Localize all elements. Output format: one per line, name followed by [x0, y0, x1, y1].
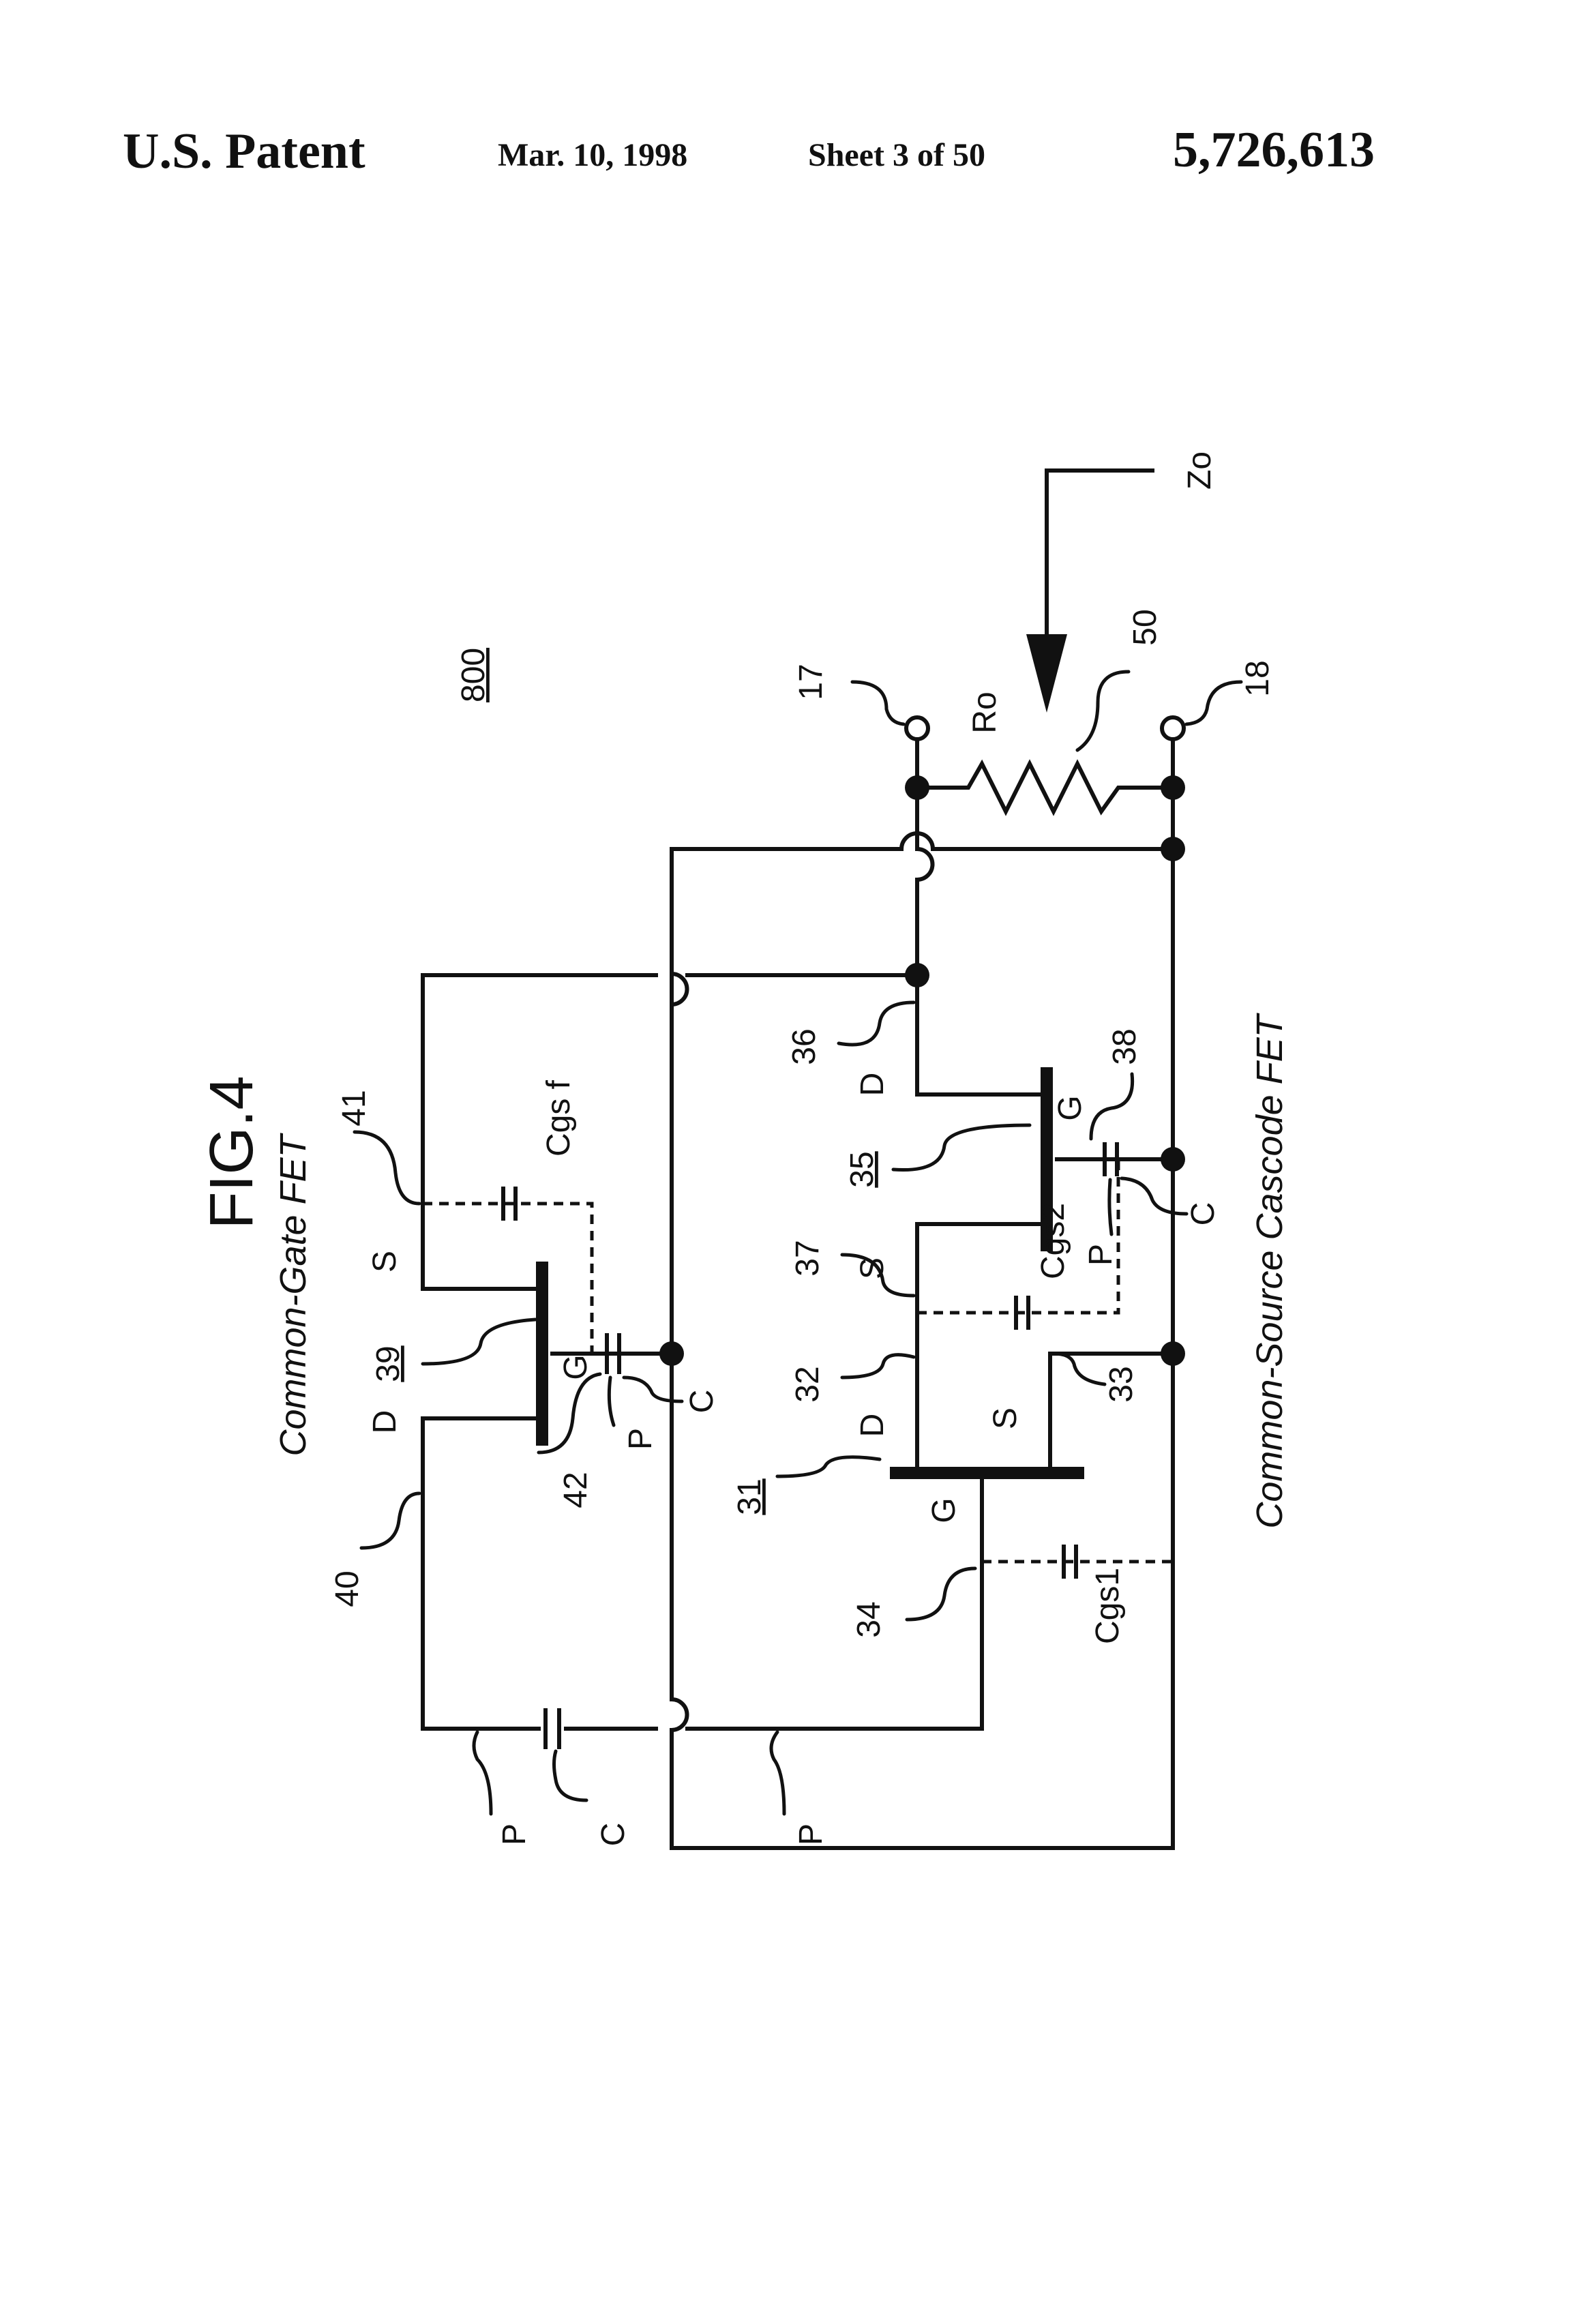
label-s-35: S — [854, 1257, 891, 1279]
label-34: 34 — [851, 1601, 887, 1637]
leader-50 — [1077, 672, 1129, 750]
label-ro: Ro — [967, 691, 1003, 733]
cgsf-dashed — [423, 1204, 592, 1354]
wire-left-jump-lower — [672, 1699, 687, 1730]
leader-34 — [907, 1568, 975, 1620]
node-18-feedback — [1161, 837, 1185, 861]
leader-40 — [361, 1493, 419, 1548]
wire-left-jump-upper — [672, 974, 687, 1004]
wire-drain-39 — [423, 1418, 982, 1729]
label-33: 33 — [1103, 1366, 1139, 1402]
label-17: 17 — [793, 664, 829, 700]
resistor-ro — [917, 764, 1173, 811]
label-s-31: S — [987, 1407, 1024, 1429]
label-p-bottom-right: P — [793, 1823, 829, 1845]
leader-18 — [1186, 682, 1241, 724]
label-g-39: G — [558, 1354, 594, 1380]
label-s-39: S — [367, 1251, 403, 1272]
terminal-17 — [906, 717, 928, 739]
label-p-35: P — [1083, 1244, 1119, 1266]
label-c-bottom: C — [595, 1823, 631, 1847]
label-c-39: C — [684, 1390, 720, 1414]
ref-800: 800 — [456, 648, 492, 702]
labels: FIG.4 Common-Gate FET Common-Source Casc… — [198, 451, 1290, 1846]
leader-39 — [423, 1320, 535, 1364]
caption-common-gate: Common-Gate FET — [273, 1132, 314, 1456]
terminal-18 — [1162, 717, 1184, 739]
leader-36 — [839, 1002, 914, 1045]
label-36: 36 — [786, 1028, 822, 1064]
node-gate-39 — [659, 1341, 684, 1366]
label-p-bottom-left: P — [496, 1823, 533, 1845]
label-cgsf: Cgs f — [541, 1079, 577, 1157]
cgs2-dashed — [917, 1159, 1118, 1313]
label-35: 35 — [844, 1151, 880, 1187]
label-d-39: D — [367, 1410, 403, 1434]
label-18: 18 — [1240, 660, 1276, 696]
leader-33 — [1054, 1354, 1105, 1384]
caption-common-source: Common-Source Cascode FET — [1249, 1012, 1290, 1528]
label-37: 37 — [790, 1240, 826, 1276]
leader-17 — [852, 682, 904, 724]
wire-31-drain — [917, 1224, 1043, 1473]
leader-41 — [355, 1132, 419, 1204]
label-38: 38 — [1107, 1028, 1143, 1064]
label-41: 41 — [336, 1090, 372, 1126]
rail-17-jump — [917, 849, 933, 880]
node-17-resistor — [905, 775, 929, 800]
figure-title: FIG.4 — [198, 1075, 266, 1229]
node-18-resistor — [1161, 775, 1185, 800]
label-cgs2: Cgs2 — [1035, 1203, 1071, 1279]
node-source-33 — [1161, 1341, 1185, 1366]
leader-35 — [893, 1125, 1030, 1170]
leader-c-35 — [1122, 1178, 1186, 1214]
wire-drain-36 — [917, 975, 1043, 1094]
leader-p-39 — [609, 1377, 614, 1425]
leader-p-bottom-right — [771, 1732, 784, 1814]
label-32: 32 — [790, 1366, 826, 1402]
leader-p-35 — [1109, 1180, 1111, 1234]
node-drain-36 — [905, 963, 929, 987]
leader-31 — [777, 1457, 880, 1476]
label-31: 31 — [732, 1478, 768, 1515]
wires — [423, 728, 1173, 1848]
label-g-35: G — [1052, 1095, 1088, 1120]
node-gate-35 — [1161, 1147, 1185, 1172]
leader-32 — [842, 1355, 914, 1377]
label-p-39: P — [623, 1428, 659, 1450]
label-d-31: D — [854, 1414, 891, 1437]
leader-p-bottom-left — [474, 1732, 491, 1814]
label-d-35: D — [854, 1073, 891, 1097]
leader-c-bottom — [554, 1751, 587, 1800]
label-zo: Zo — [1182, 451, 1218, 490]
zo-arrowhead — [1026, 634, 1067, 713]
label-c-35: C — [1185, 1202, 1221, 1226]
leader-38 — [1091, 1074, 1133, 1139]
label-cgs1: Cgs1 — [1090, 1568, 1126, 1644]
label-50: 50 — [1127, 609, 1163, 645]
label-39: 39 — [370, 1345, 406, 1382]
label-g-31: G — [926, 1498, 962, 1523]
label-42: 42 — [558, 1472, 594, 1508]
label-40: 40 — [329, 1570, 365, 1607]
zo-arrow — [1026, 471, 1152, 713]
